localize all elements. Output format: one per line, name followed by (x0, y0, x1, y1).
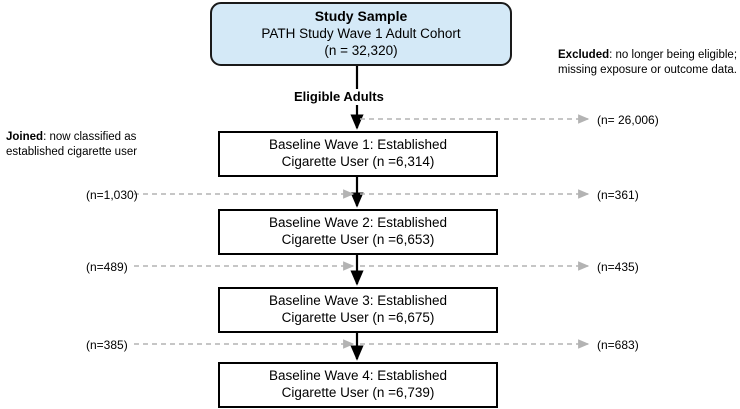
excluded-count-2: (n=435) (597, 260, 639, 274)
study-sample-title: Study Sample (314, 7, 408, 24)
joined-annotation-line2: established cigarette user (6, 145, 138, 158)
wave-1-node: Baseline Wave 1: Established Cigarette U… (218, 131, 498, 177)
joined-annotation: Joined: now classified as established ci… (6, 130, 137, 160)
joined-count-3: (n=385) (86, 338, 128, 352)
wave-1-line1: Baseline Wave 1: Established (268, 137, 448, 153)
wave-2-node: Baseline Wave 2: Established Cigarette U… (218, 209, 498, 255)
joined-annotation-rest: : now classified as (43, 131, 137, 143)
joined-annotation-bold: Joined (6, 131, 44, 143)
wave-3-node: Baseline Wave 3: Established Cigarette U… (218, 287, 498, 333)
wave-2-line2: Cigarette User (n =6,653) (281, 232, 435, 247)
study-sample-node: Study Sample PATH Study Wave 1 Adult Coh… (210, 2, 512, 66)
excluded-annotation-line2: missing exposure or outcome data. (558, 63, 737, 76)
excluded-count-3: (n=683) (597, 338, 639, 352)
excluded-annotation-rest: : no longer being eligible; (609, 49, 738, 61)
excluded-annotation: Excluded: no longer being eligible; miss… (558, 48, 737, 78)
wave-4-line1: Baseline Wave 4: Established (268, 368, 448, 384)
wave-1-line2: Cigarette User (n =6,314) (281, 154, 435, 169)
wave-4-line2: Cigarette User (n =6,739) (281, 385, 435, 400)
joined-annotation-line1: Joined: now classified as (6, 130, 137, 145)
excluded-count-1: (n=361) (597, 188, 639, 202)
joined-count-2: (n=489) (86, 260, 128, 274)
wave-4-node: Baseline Wave 4: Established Cigarette U… (218, 362, 498, 408)
study-sample-line2: PATH Study Wave 1 Adult Cohort (261, 26, 461, 42)
joined-count-1: (n=1,030) (86, 188, 138, 202)
wave-3-line1: Baseline Wave 3: Established (268, 293, 448, 309)
wave-2-line1: Baseline Wave 2: Established (268, 215, 448, 231)
excluded-count-0: (n= 26,006) (597, 113, 659, 127)
wave-3-line2: Cigarette User (n =6,675) (281, 310, 435, 325)
study-sample-count: (n = 32,320) (324, 43, 398, 59)
eligible-adults-label: Eligible Adults (291, 89, 387, 106)
excluded-annotation-bold: Excluded (558, 49, 610, 61)
excluded-annotation-line1: Excluded: no longer being eligible; (558, 48, 737, 63)
